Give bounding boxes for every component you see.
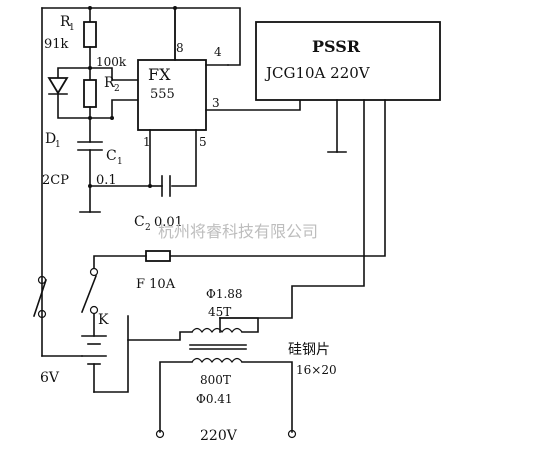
c2-value: 0.01 [154,215,183,230]
ssr-title: PSSR [312,37,361,56]
r1-label: R [60,14,71,30]
ic-pin8: 8 [176,41,184,55]
mains-terminals [155,429,297,439]
wire-top-rail [41,6,241,357]
d1-type: 2CP [42,173,69,188]
solid-state-relay [169,21,441,319]
wire-output-to-ssr [205,99,301,111]
resistor-r2 [83,67,97,143]
primary-turns: 800T [200,373,231,387]
mains-label: 220V [200,428,238,444]
ic-name: FX [148,65,171,84]
capacitor-c1 [77,141,103,213]
fuse-f [93,250,171,269]
fuse-label: F 10A [136,277,176,292]
core-size: 16×20 [296,363,337,377]
r1-subscript: 1 [69,23,75,33]
wire-r-to-ic [89,67,139,120]
resistor-r1 [83,7,97,69]
primary-wire: Φ0.41 [196,392,233,406]
secondary-turns: 45T [208,305,231,319]
r1-value: 91k [44,37,69,52]
ic-pin1: 1 [143,135,151,149]
c1-value: 0.1 [96,173,117,188]
switch-left [32,275,48,319]
c2-subscript: 2 [145,223,151,233]
ic-number: 555 [150,87,175,102]
ic-pin5: 5 [199,135,207,149]
c1-subscript: 1 [117,157,123,167]
c1-label: C [106,148,117,164]
secondary-wire: Φ1.88 [206,287,243,301]
ic-pin3: 3 [212,96,220,110]
switch-k-label: K [98,312,109,328]
switch-k [80,267,99,337]
d1-subscript: 1 [55,140,61,150]
battery-6v [41,315,129,393]
r2-label: R [104,75,115,91]
d1-label: D [45,131,56,147]
transformer [127,317,293,433]
capacitor-c2 [149,175,171,197]
battery-label: 6V [40,370,60,386]
ssr-model: JCG10A 220V [264,64,371,82]
r2-value: 100k [96,55,127,69]
ic-pin4: 4 [214,45,222,59]
c2-label: C [134,214,145,230]
watermark: 杭州将睿科技有限公司 [158,222,318,241]
diode-d1 [47,66,92,119]
ic-555 [137,7,229,131]
core-label: 硅钢片 [288,342,330,358]
r2-subscript: 2 [114,84,120,94]
